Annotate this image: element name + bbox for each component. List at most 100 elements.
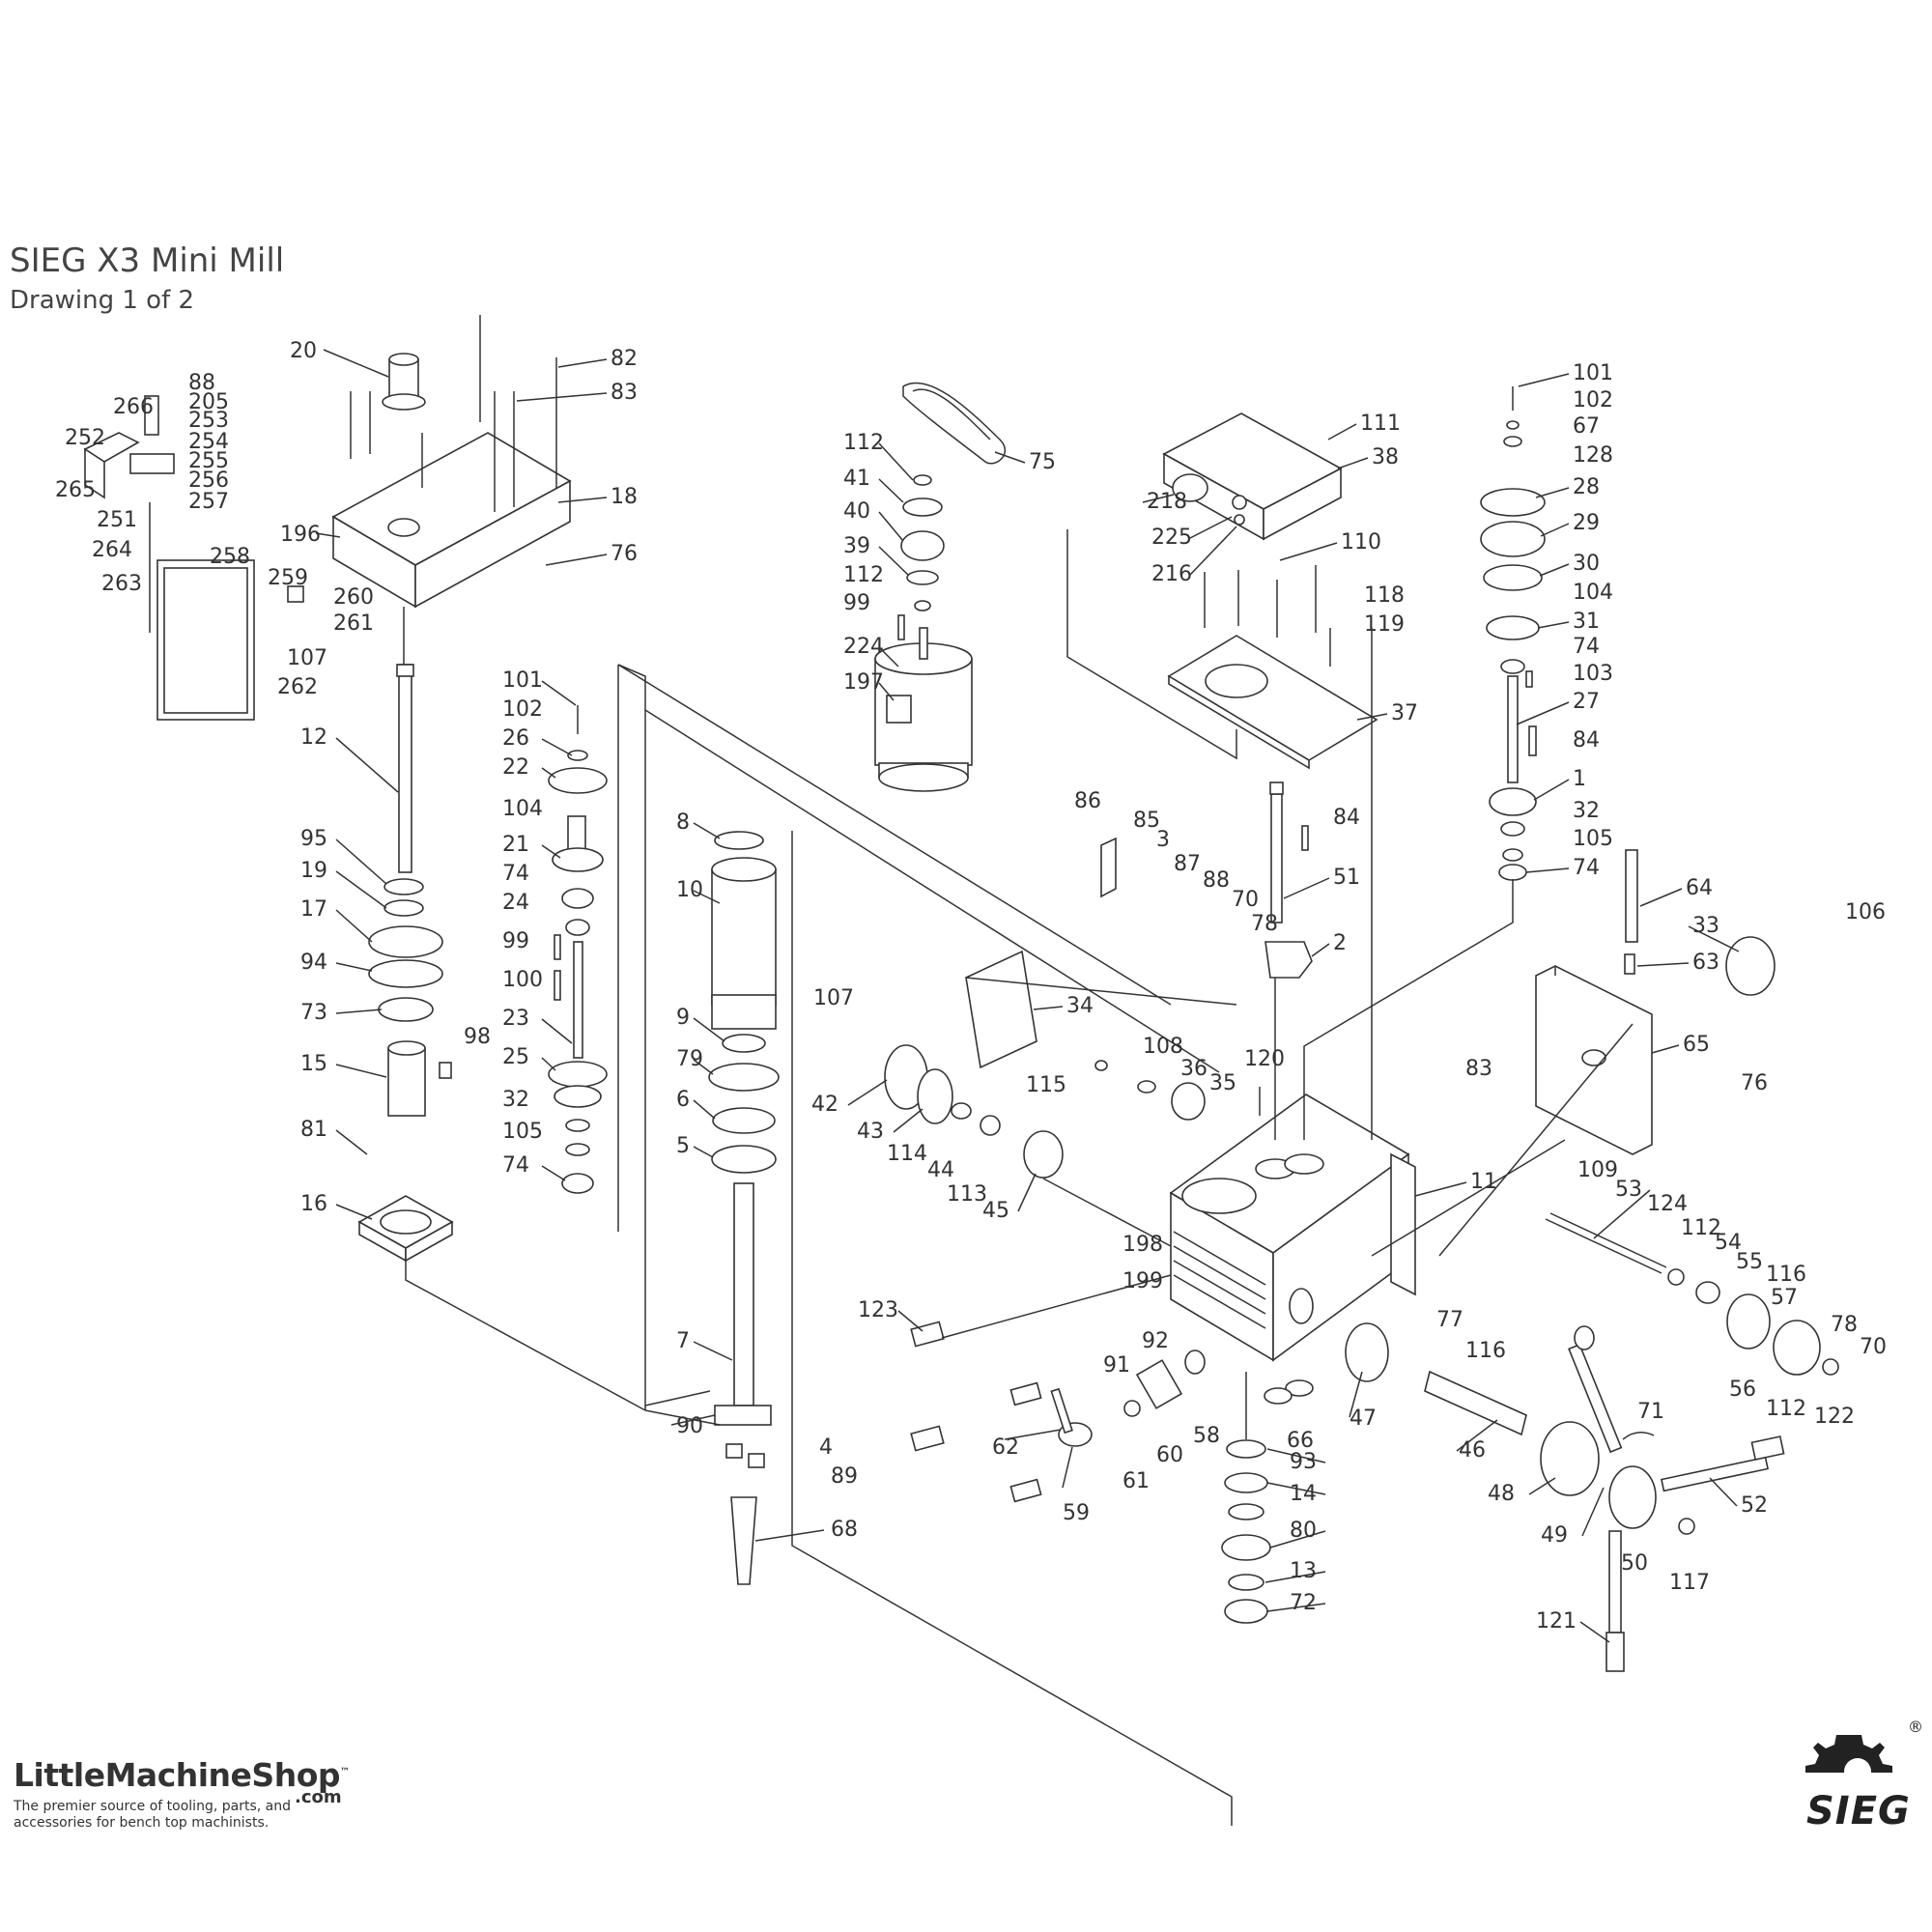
- part-callout-20: 20: [290, 339, 317, 363]
- part-callout-42: 42: [811, 1093, 838, 1117]
- part-callout-38: 38: [1372, 445, 1399, 469]
- part-callout-102: 102: [1573, 388, 1613, 412]
- part-callout-119: 119: [1364, 612, 1405, 637]
- part-callout-122: 122: [1814, 1405, 1855, 1429]
- head-cover-screws: [350, 315, 557, 512]
- part-callout-121: 121: [1536, 1609, 1577, 1634]
- assembly-lines: [403, 529, 1634, 1826]
- part-callout-116: 116: [1465, 1339, 1506, 1363]
- part-callout-111: 111: [1360, 412, 1401, 436]
- cap-screws-lower: [910, 1321, 1042, 1503]
- part-callout-67: 67: [1573, 414, 1600, 439]
- part-callout-87: 87: [1174, 852, 1201, 876]
- part-callout-104: 104: [1573, 581, 1613, 605]
- part-callout-25: 25: [502, 1045, 529, 1069]
- part-callout-21: 21: [502, 833, 529, 857]
- part-callout-30: 30: [1573, 552, 1600, 576]
- part-callout-60: 60: [1156, 1443, 1183, 1467]
- part-callout-10: 10: [676, 878, 703, 902]
- part-callout-74: 74: [502, 862, 529, 886]
- bearing-housing-16: [357, 1195, 454, 1263]
- part-callout-39: 39: [843, 534, 870, 558]
- part-callout-78: 78: [1831, 1313, 1858, 1337]
- part-callout-261: 261: [333, 611, 374, 636]
- brand-name: LittleMachineShop™: [14, 1756, 350, 1794]
- part-callout-99: 99: [502, 929, 529, 953]
- part-callout-52: 52: [1741, 1493, 1768, 1518]
- drawbar-12: [396, 664, 414, 873]
- part-callout-108: 108: [1143, 1035, 1183, 1059]
- part-callout-101: 101: [1573, 361, 1613, 385]
- part-callout-225: 225: [1151, 526, 1192, 550]
- part-callout-63: 63: [1692, 951, 1719, 975]
- part-callout-112: 112: [1681, 1216, 1721, 1240]
- switch-bracket-assembly: [83, 395, 304, 721]
- part-callout-260: 260: [333, 585, 374, 610]
- part-callout-116: 116: [1766, 1263, 1806, 1287]
- part-callout-8: 8: [676, 810, 690, 835]
- part-callout-2: 2: [1333, 931, 1347, 955]
- part-callout-80: 80: [1290, 1519, 1317, 1543]
- part-callout-4: 4: [819, 1435, 833, 1460]
- part-callout-74: 74: [1573, 856, 1600, 880]
- part-callout-40: 40: [843, 499, 870, 524]
- part-callout-23: 23: [502, 1007, 529, 1031]
- part-callout-110: 110: [1341, 530, 1381, 554]
- fine-feed-shaft: [1545, 1212, 1839, 1376]
- part-callout-106: 106: [1845, 900, 1886, 924]
- part-callout-3: 3: [1156, 828, 1170, 852]
- part-callout-198: 198: [1122, 1233, 1163, 1257]
- part-callout-86: 86: [1074, 789, 1101, 813]
- page-title: SIEG X3 Mini Mill: [10, 242, 285, 280]
- part-callout-251: 251: [97, 508, 137, 532]
- part-callout-78: 78: [1251, 912, 1278, 936]
- part-callout-255: 255: [188, 449, 229, 473]
- part-callout-117: 117: [1669, 1571, 1710, 1595]
- part-callout-115: 115: [1026, 1073, 1066, 1097]
- part-callout-47: 47: [1350, 1406, 1377, 1431]
- part-callout-252: 252: [65, 426, 105, 450]
- part-callout-124: 124: [1647, 1192, 1688, 1216]
- gear-logo-icon: [1805, 1735, 1892, 1785]
- part-callout-58: 58: [1193, 1424, 1220, 1448]
- part-callout-44: 44: [927, 1158, 954, 1182]
- part-callout-62: 62: [992, 1435, 1019, 1460]
- part-callout-46: 46: [1459, 1438, 1486, 1463]
- part-callout-98: 98: [464, 1025, 491, 1049]
- part-callout-84: 84: [1573, 728, 1600, 753]
- part-callout-77: 77: [1436, 1308, 1463, 1332]
- part-callout-101: 101: [502, 668, 543, 693]
- part-callout-16: 16: [300, 1192, 327, 1216]
- part-callout-118: 118: [1364, 583, 1405, 608]
- part-callout-72: 72: [1290, 1591, 1317, 1615]
- part-callout-32: 32: [502, 1088, 529, 1112]
- head-casting-11: [1169, 1094, 1416, 1362]
- part-callout-103: 103: [1573, 662, 1613, 686]
- part-callout-19: 19: [300, 859, 327, 883]
- brand-tagline: The premier source of tooling, parts, an…: [14, 1799, 291, 1831]
- part-callout-65: 65: [1683, 1033, 1710, 1057]
- part-callout-15: 15: [300, 1052, 327, 1076]
- part-callout-75: 75: [1029, 450, 1056, 474]
- part-callout-258: 258: [210, 545, 250, 569]
- motor-197: [874, 627, 973, 792]
- pinion-shaft-46: [1345, 1322, 1527, 1436]
- part-callout-123: 123: [858, 1298, 898, 1322]
- part-callout-64: 64: [1686, 876, 1713, 900]
- motor-pulley-stack: [897, 474, 945, 640]
- part-callout-5: 5: [676, 1134, 690, 1158]
- part-callout-90: 90: [676, 1414, 703, 1438]
- part-callout-57: 57: [1771, 1286, 1798, 1310]
- part-callout-256: 256: [188, 469, 229, 493]
- part-callout-102: 102: [502, 697, 543, 722]
- head-top-cover: [331, 432, 572, 609]
- gear-cover-34: [965, 950, 1037, 1069]
- part-callout-91: 91: [1103, 1353, 1130, 1378]
- part-callout-33: 33: [1692, 914, 1719, 938]
- part-callout-1: 1: [1573, 767, 1586, 791]
- fine-feed-gear-stack: [1480, 386, 1546, 881]
- part-callout-22: 22: [502, 755, 529, 780]
- part-callout-36: 36: [1180, 1057, 1208, 1081]
